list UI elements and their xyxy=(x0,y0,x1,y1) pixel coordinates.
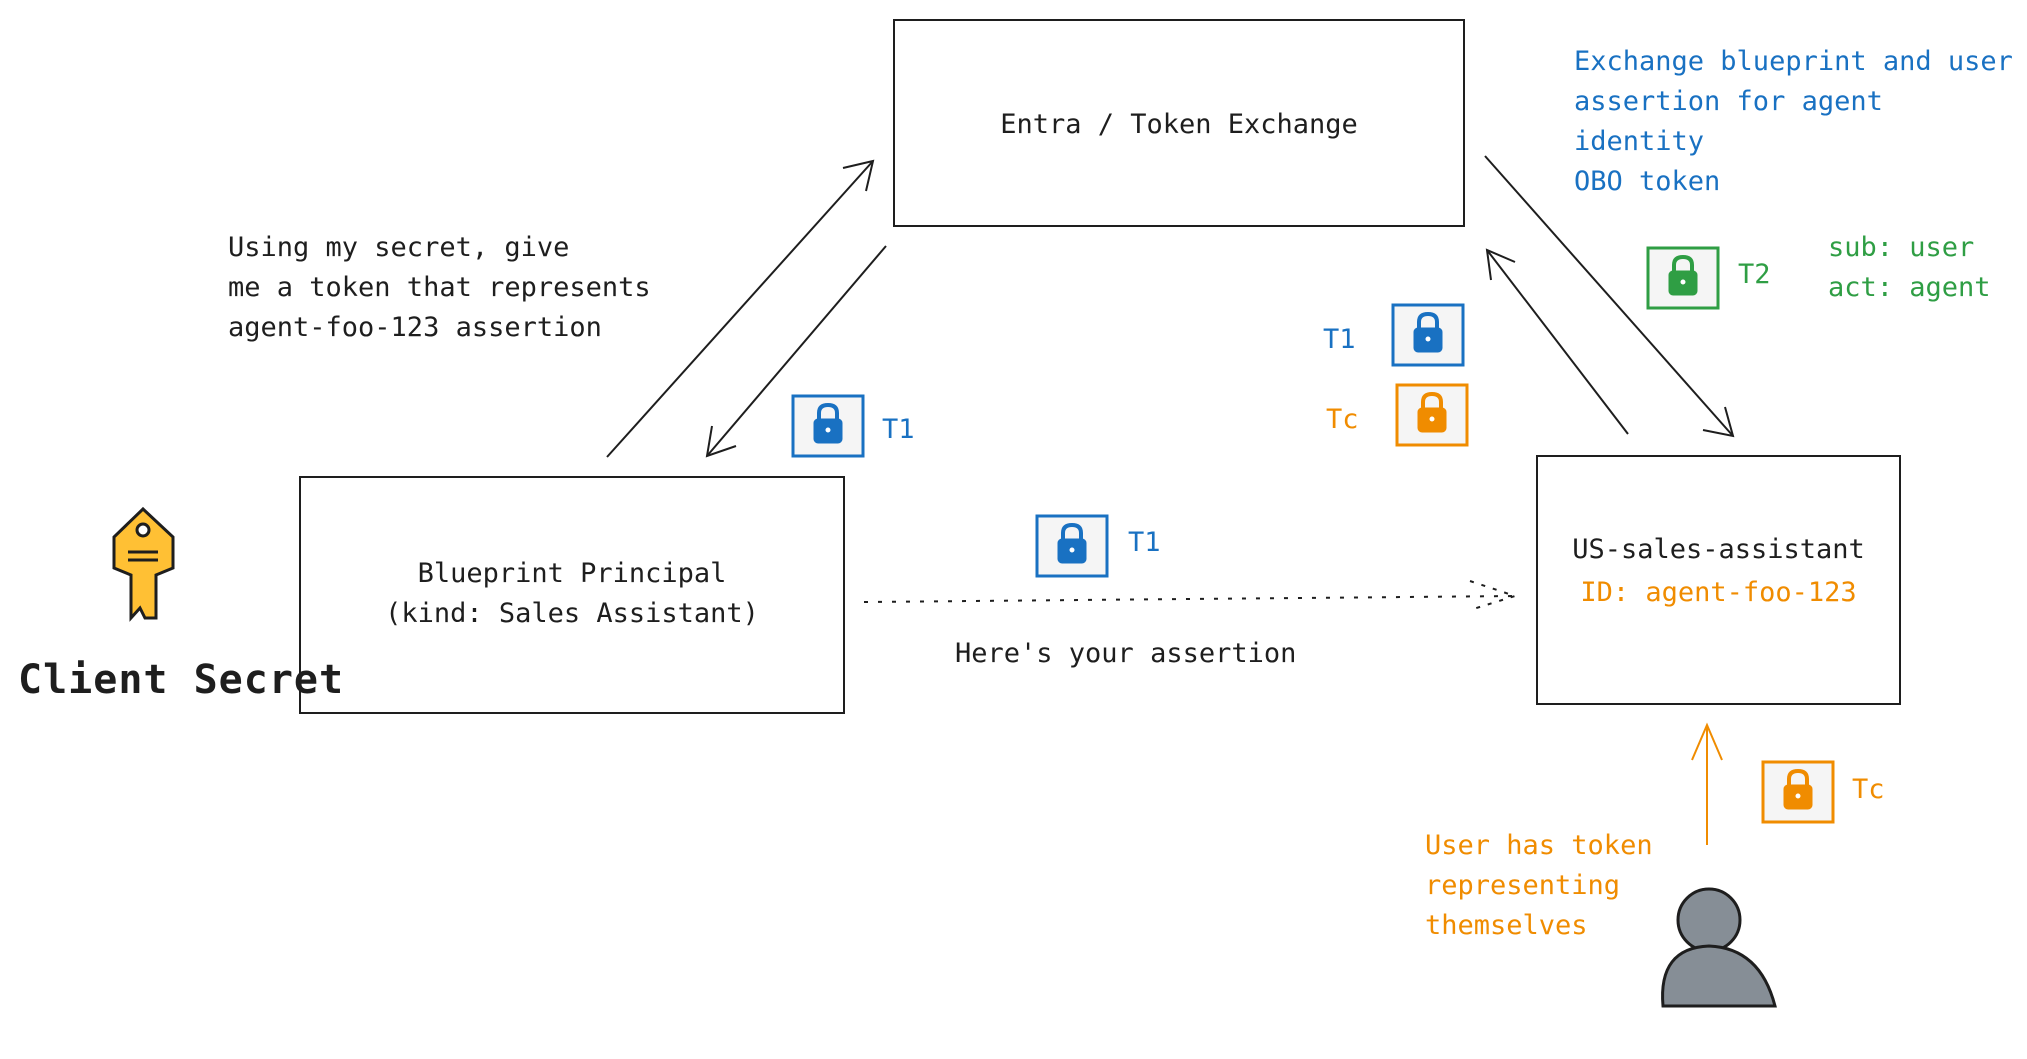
arrow-agent-to-entra xyxy=(1485,248,1629,435)
token-label-t2: T2 xyxy=(1738,259,1771,290)
arrow-entra-to-blueprint xyxy=(705,245,887,458)
token-label-tc: Tc xyxy=(1852,774,1885,805)
token-label-tc: Tc xyxy=(1326,404,1359,435)
request-note: Using my secret, give me a token that re… xyxy=(228,232,651,343)
token-label-t1: T1 xyxy=(1323,324,1356,355)
lock-icon xyxy=(1761,760,1835,824)
blueprint-label: Blueprint Principal xyxy=(417,558,727,589)
blueprint-box xyxy=(299,476,845,714)
blueprint-kind: (kind: Sales Assistant) xyxy=(385,598,759,629)
agent-label: US-sales-assistant xyxy=(1572,534,1865,565)
user-icon xyxy=(1661,887,1777,1008)
key-icon xyxy=(112,506,175,622)
client-secret-label: Client Secret xyxy=(18,657,345,703)
agent-box xyxy=(1536,455,1901,705)
exchange-note: Exchange blueprint and user assertion fo… xyxy=(1574,46,2013,197)
lock-icon xyxy=(791,394,865,458)
lock-icon xyxy=(1391,303,1465,367)
assertion-note: Here's your assertion xyxy=(955,638,1297,669)
arrow-blueprint-to-entra xyxy=(606,159,875,458)
token-label-t1: T1 xyxy=(882,414,915,445)
entra-label: Entra / Token Exchange xyxy=(1000,109,1358,140)
arrow-assertion-dotted xyxy=(863,580,1519,611)
entra-box xyxy=(893,19,1465,227)
arrow-user-to-agent xyxy=(1691,722,1723,845)
lock-icon xyxy=(1646,246,1720,310)
user-note: User has token representing themselves xyxy=(1425,830,1653,941)
token-label-t1: T1 xyxy=(1128,527,1161,558)
sub-act-claims: sub: user act: agent xyxy=(1828,232,1991,303)
lock-icon xyxy=(1395,383,1469,447)
agent-id: ID: agent-foo-123 xyxy=(1580,577,1857,608)
arrow-entra-to-agent xyxy=(1484,155,1735,438)
lock-icon xyxy=(1035,514,1109,578)
